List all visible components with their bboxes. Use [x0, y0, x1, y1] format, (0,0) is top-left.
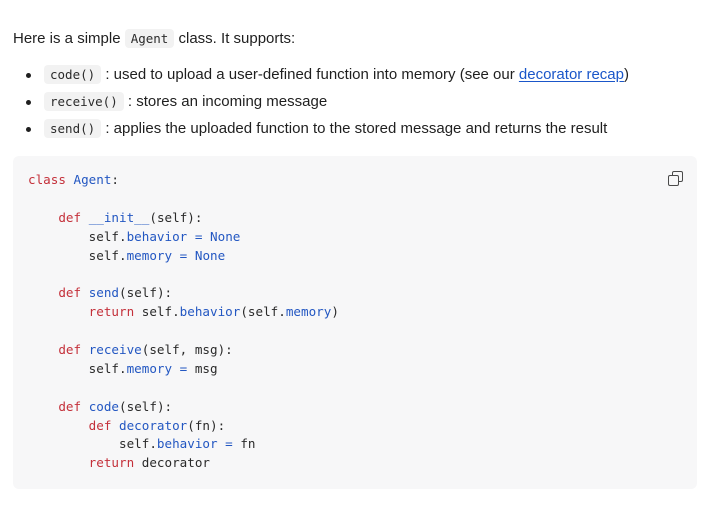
inline-code: send()	[44, 119, 102, 138]
list-item-text-after: )	[623, 66, 629, 83]
code-line: class Agent:	[28, 171, 339, 190]
code-token: def	[58, 398, 89, 414]
code-line: ​	[28, 379, 339, 398]
code-line: def send(self):	[28, 284, 339, 303]
code-block[interactable]: class Agent:​ def __init__(self): self.b…	[13, 156, 697, 489]
inline-code: receive()	[44, 92, 124, 111]
code-token: (self):	[149, 209, 203, 225]
code-token: behavior	[126, 228, 188, 244]
code-token: :	[111, 172, 120, 187]
code-token: decorator	[141, 455, 210, 471]
code-token: )	[331, 304, 339, 320]
code-token: return	[88, 304, 142, 320]
code-line: return self.behavior(self.memory)	[28, 303, 339, 322]
code-token	[202, 229, 210, 244]
code-token: =	[179, 247, 188, 263]
code-line: self.behavior = None	[28, 228, 339, 247]
code-token	[172, 361, 180, 376]
list-item-text: : stores an incoming message	[123, 93, 328, 110]
code-token: (fn):	[187, 417, 226, 433]
code-line: self.behavior = fn	[28, 435, 339, 454]
list-item: send() : applies the uploaded function t…	[24, 118, 629, 145]
code-token: None	[194, 247, 226, 263]
list-item-text: : applies the uploaded function to the s…	[101, 120, 608, 137]
code-token: self.	[28, 247, 127, 263]
code-token: code	[88, 398, 120, 414]
code-token: __init__	[88, 209, 150, 225]
code-token	[28, 285, 58, 300]
code-token	[187, 229, 195, 244]
code-token: (self, msg):	[141, 342, 233, 358]
list-item: code() : used to upload a user-defined f…	[24, 64, 629, 91]
code-token: =	[179, 360, 188, 376]
code-token	[172, 248, 180, 263]
code-line: return decorator	[28, 454, 339, 473]
code-token	[28, 304, 89, 319]
code-token: def	[58, 285, 89, 301]
code-token	[28, 210, 58, 225]
code-line: def code(self):	[28, 398, 339, 417]
code-token: =	[225, 436, 233, 452]
inline-code: code()	[44, 65, 102, 84]
code-token: (self):	[119, 285, 173, 301]
code-line: def __init__(self):	[28, 209, 339, 228]
code-token: self.	[28, 228, 127, 244]
code-token: =	[194, 228, 203, 244]
code-token: self.	[28, 360, 127, 376]
copy-button[interactable]	[667, 170, 683, 186]
code-token: behavior	[156, 436, 218, 452]
code-token: memory	[126, 360, 173, 376]
decorator-recap-link[interactable]: decorator recap	[518, 66, 624, 83]
list-item: receive() : stores an incoming message	[24, 91, 629, 118]
code-token: class	[28, 172, 74, 187]
code-token	[28, 418, 89, 433]
code-token: receive	[88, 342, 142, 358]
bullet-icon	[26, 73, 31, 78]
code-line: ​	[28, 322, 339, 341]
code-line: def receive(self, msg):	[28, 341, 339, 360]
code-token: (self):	[119, 398, 173, 414]
code-token: send	[88, 285, 120, 301]
code-token: None	[210, 228, 241, 244]
code-line: ​	[28, 265, 339, 284]
code-token: return	[88, 455, 142, 471]
inline-code-agent: Agent	[124, 29, 175, 48]
bullet-icon	[26, 100, 31, 105]
code-content[interactable]: class Agent:​ def __init__(self): self.b…	[28, 171, 339, 473]
code-token: def	[58, 209, 89, 225]
code-line: self.memory = msg	[28, 360, 339, 379]
intro-text-before: Here is a simple	[13, 30, 125, 47]
feature-list: code() : used to upload a user-defined f…	[24, 64, 629, 145]
list-item-text: : used to upload a user-defined function…	[101, 66, 519, 83]
code-line: def decorator(fn):	[28, 417, 339, 436]
intro-paragraph: Here is a simple Agent class. It support…	[13, 28, 295, 50]
intro-text-after: class. It supports:	[174, 30, 296, 47]
code-token: behavior	[179, 304, 241, 320]
code-token: msg	[187, 360, 218, 376]
code-token: def	[58, 342, 89, 358]
code-token	[28, 455, 89, 470]
code-token: memory	[285, 304, 332, 320]
code-token: self.	[141, 304, 180, 320]
code-token: def	[88, 417, 120, 433]
code-token: Agent	[73, 172, 112, 187]
code-token	[187, 248, 195, 263]
code-token: fn	[232, 436, 256, 452]
code-token: (self.	[240, 304, 286, 320]
code-token	[28, 342, 58, 357]
code-token: memory	[126, 247, 173, 263]
code-token: decorator	[119, 417, 188, 433]
code-line: ​	[28, 190, 339, 209]
bullet-icon	[26, 127, 31, 132]
code-token: self.	[28, 436, 157, 452]
code-line: self.memory = None	[28, 247, 339, 266]
code-token	[28, 399, 58, 414]
